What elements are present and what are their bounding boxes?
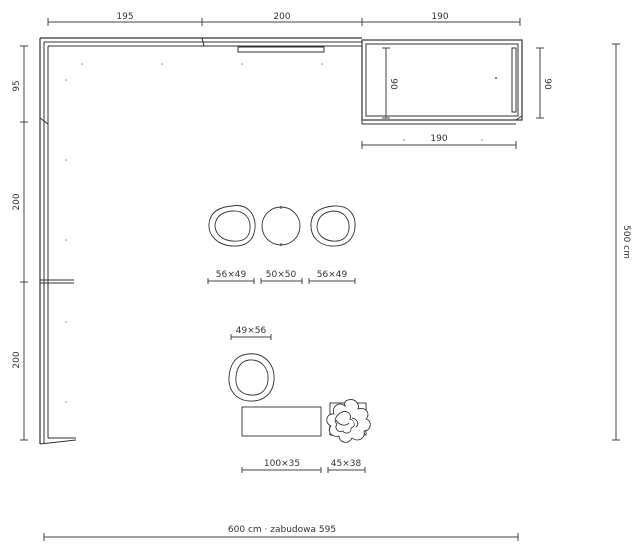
dim-chair-lower: 49×56 [236, 326, 267, 336]
dim-left-middle: 200 [12, 193, 22, 210]
unit-depth-outer-dimension: 90 [536, 47, 552, 119]
top-dimension-line: 195 200 190 [47, 12, 521, 26]
unit-width-dimension: 190 [361, 134, 517, 149]
chair-lower-dimension: 49×56 [230, 326, 272, 340]
dim-unit-depth-outer: 90 [542, 78, 552, 90]
left-dimension-line: 95 200 200 [12, 45, 28, 441]
corner-cabinet-unit [361, 39, 523, 125]
dim-bottom-total: 600 cm · zabudowa 595 [228, 525, 336, 535]
dim-unit-depth-inner: 90 [388, 78, 398, 90]
dim-right-total: 500 cm [621, 225, 631, 259]
table-plant-dimensions: 100×35 45×38 [241, 459, 366, 473]
bottom-dimension-line: 600 cm · zabudowa 595 [43, 525, 519, 541]
dim-chair-left: 56×49 [216, 270, 247, 280]
right-dimension-line: 500 cm [612, 43, 631, 441]
dim-left-upper: 95 [12, 80, 22, 91]
coffee-table [241, 406, 322, 437]
dim-top-right: 190 [431, 12, 448, 22]
dim-unit-width: 190 [430, 134, 447, 144]
dim-table: 100×35 [264, 459, 300, 469]
stool-middle [261, 206, 301, 246]
chair-left [208, 205, 256, 247]
chairs-row-dimensions: 56×49 50×50 56×49 [207, 270, 356, 284]
dim-chair-right: 56×49 [317, 270, 348, 280]
floor-dots [65, 63, 483, 403]
dim-top-left: 195 [116, 12, 133, 22]
plant [326, 399, 371, 443]
dim-plant: 45×38 [331, 459, 362, 469]
dim-left-lower: 200 [12, 351, 22, 368]
chair-lower [228, 353, 275, 402]
unit-depth-inner-dimension: 90 [382, 47, 398, 119]
dim-stool-middle: 50×50 [266, 270, 297, 280]
chair-right [310, 205, 356, 247]
dim-top-middle: 200 [273, 12, 290, 22]
wall-cabinets [39, 37, 362, 445]
